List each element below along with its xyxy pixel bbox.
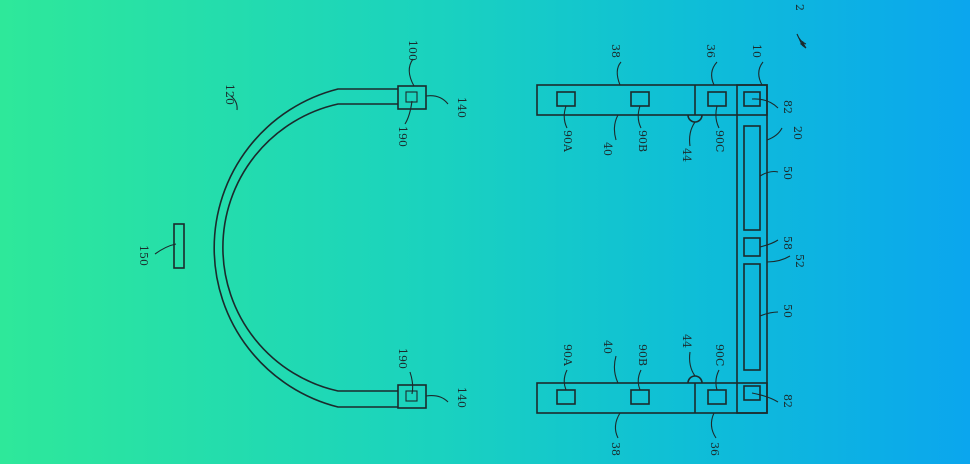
label-90a-bottom: 90A [561,344,574,367]
band-inner-edge [222,103,398,392]
label-40-top: 40 [601,142,614,156]
front-frame [736,84,768,414]
band-connector-top [397,85,427,110]
sensor-90c-top [707,91,727,107]
left-leaders [154,58,449,403]
label-90c-top: 90C [713,130,726,152]
label-90a-top: 90A [561,130,574,153]
bridge-module [743,237,761,257]
lens-left [743,125,761,231]
label-52: 52 [793,254,806,268]
temple-bottom [536,382,768,414]
label-90b-bottom: 90B [636,344,649,366]
band-contact-bottom [405,390,418,402]
label-40-bottom: 40 [601,340,614,354]
band-connector-bottom [397,384,427,409]
sensor-90b-top [630,91,650,107]
label-38-bottom: 38 [609,442,622,456]
label-36-bottom: 36 [708,442,721,456]
temple-top [536,84,768,116]
label-150: 150 [137,245,150,266]
label-44-bottom: 44 [680,334,693,348]
label-44-top: 44 [680,148,693,162]
label-82-bottom: 82 [781,394,794,408]
label-90b-top: 90B [636,130,649,152]
figure-arrowhead [800,41,806,48]
sensor-90a-bottom [556,389,576,405]
sensor-90a-top [556,91,576,107]
right-leaders [563,33,807,439]
label-38-top: 38 [609,44,622,58]
corner-module-bottom [743,385,761,401]
label-140-top: 140 [455,97,468,118]
label-36-top: 36 [704,44,717,58]
label-100: 100 [406,40,419,61]
label-190-bottom: 190 [396,348,409,369]
label-10: 10 [750,44,763,58]
label-140-bottom: 140 [455,387,468,408]
sensor-90c-bottom [707,389,727,405]
lens-right [743,263,761,371]
label-82-top: 82 [781,100,794,114]
head-band [173,85,427,409]
pivot-bottom [687,375,703,384]
label-190-top: 190 [396,126,409,147]
pivot-top [687,114,703,123]
reference-labels: 2 120 100 140 190 150 190 140 38 36 10 8… [137,4,806,456]
band-module-150 [173,223,185,269]
label-50-left: 50 [781,166,794,180]
label-20: 20 [791,126,804,140]
band-contact-top [405,91,418,103]
sensor-90b-bottom [630,389,650,405]
band-outer-edge [213,88,398,408]
label-120: 120 [223,84,236,105]
label-2: 2 [793,4,806,11]
label-58: 58 [781,236,794,250]
label-90c-bottom: 90C [713,344,726,366]
label-50-right: 50 [781,304,794,318]
